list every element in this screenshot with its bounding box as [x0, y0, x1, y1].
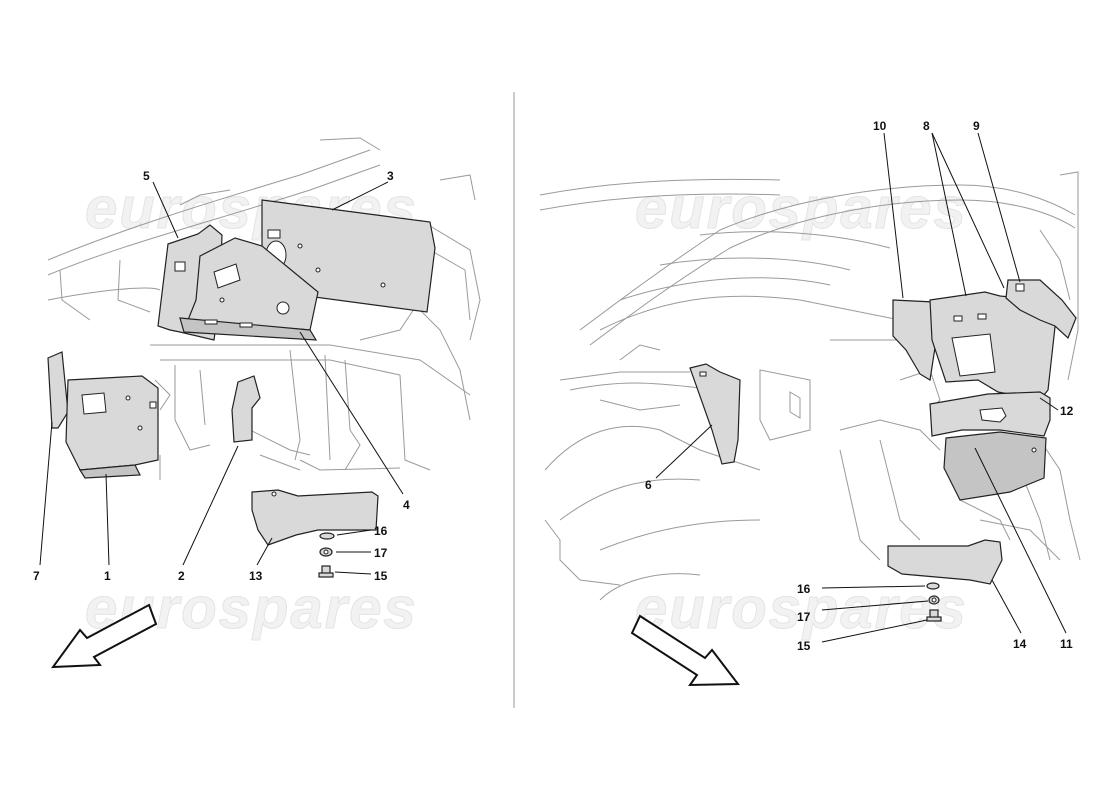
callout-right-14: 14 — [1013, 637, 1027, 651]
callout-right-15: 15 — [797, 639, 811, 653]
left-leaders — [39, 181, 404, 575]
callout-left-13: 13 — [249, 569, 263, 583]
right-panel: 10 8 9 12 6 16 17 15 14 11 — [539, 119, 1081, 687]
callout-left-2: 2 — [178, 569, 185, 583]
left-direction-arrow — [50, 603, 158, 669]
part-6-bracket — [689, 363, 741, 465]
callout-left-16: 16 — [374, 524, 388, 538]
left-hardware — [318, 532, 335, 578]
part-11-box — [943, 431, 1047, 501]
callout-left-17: 17 — [374, 546, 388, 560]
watermark-right-top: eurospares — [635, 176, 968, 241]
part-12-shield — [929, 391, 1051, 437]
callout-right-11: 11 — [1060, 637, 1073, 651]
part-1-bracket — [65, 375, 159, 479]
part-4-base-plate — [179, 317, 318, 341]
part-14-deflector — [887, 539, 1003, 585]
callout-left-1: 1 — [104, 569, 111, 583]
callout-right-16: 16 — [797, 582, 811, 596]
callout-right-8: 8 — [923, 119, 930, 133]
callout-left-5: 5 — [143, 169, 150, 183]
right-body-lineart — [539, 171, 1081, 601]
callout-right-12: 12 — [1060, 404, 1074, 418]
callout-left-3: 3 — [387, 169, 394, 183]
right-direction-arrow — [630, 614, 740, 687]
part-8-housing — [929, 291, 1057, 401]
left-body-lineart — [47, 137, 481, 480]
part-9-bracket — [1005, 279, 1077, 340]
callout-left-7: 7 — [33, 569, 40, 583]
part-7-gasket — [47, 351, 69, 429]
part-13-deflector — [251, 489, 379, 546]
part-2-strap — [231, 375, 261, 443]
callout-right-17: 17 — [797, 610, 811, 624]
part-4-side-plate — [187, 237, 319, 331]
left-callouts: 5 3 4 16 17 15 7 1 2 13 — [33, 169, 410, 583]
callout-right-10: 10 — [873, 119, 887, 133]
right-hardware — [926, 582, 942, 622]
callout-left-4: 4 — [403, 498, 410, 512]
right-callouts: 10 8 9 12 6 16 17 15 14 11 — [645, 119, 1074, 653]
callout-right-9: 9 — [973, 119, 980, 133]
right-leaders — [655, 132, 1067, 643]
callout-left-15: 15 — [374, 569, 388, 583]
left-panel: 5 3 4 16 17 15 7 1 2 13 — [33, 137, 481, 669]
watermark-group: eurospares eurospares eurospares eurospa… — [85, 176, 968, 642]
callout-right-6: 6 — [645, 478, 652, 492]
